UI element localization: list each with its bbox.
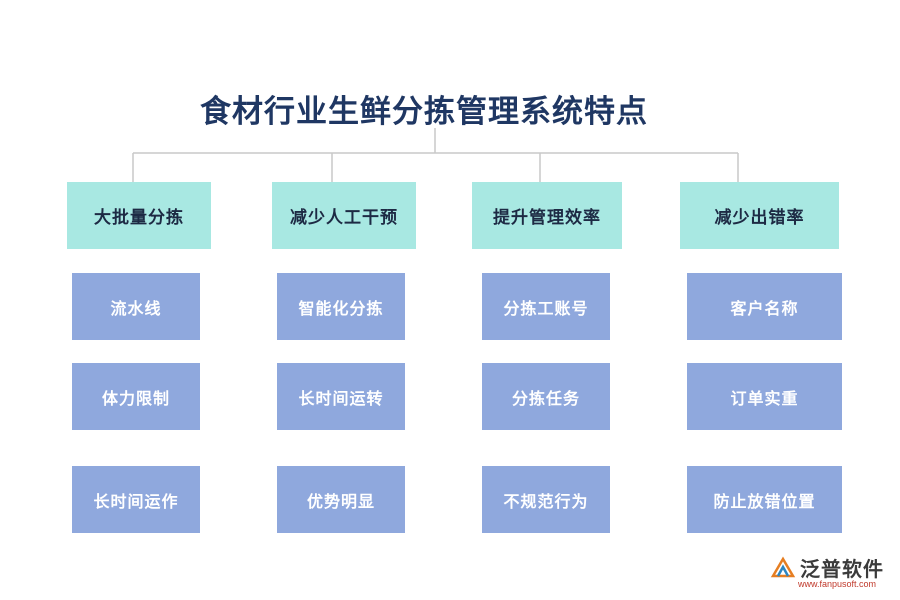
feature-box-3-1: 分拣工账号 bbox=[482, 273, 610, 340]
category-heading-3: 提升管理效率 bbox=[472, 182, 622, 249]
logo-name: 泛普软件 bbox=[800, 557, 884, 581]
feature-box-3-3: 不规范行为 bbox=[482, 466, 610, 533]
feature-box-1-2: 体力限制 bbox=[72, 363, 200, 430]
feature-box-3-2: 分拣任务 bbox=[482, 363, 610, 430]
category-heading-1: 大批量分拣 bbox=[67, 182, 211, 249]
feature-box-1-1: 流水线 bbox=[72, 273, 200, 340]
feature-box-4-1: 客户名称 bbox=[687, 273, 842, 340]
category-heading-2: 减少人工干预 bbox=[272, 182, 416, 249]
brand-logo: 泛普软件 www.fanpusoft.com bbox=[770, 553, 895, 595]
feature-box-2-2: 长时间运转 bbox=[277, 363, 405, 430]
feature-box-2-3: 优势明显 bbox=[277, 466, 405, 533]
category-heading-4: 减少出错率 bbox=[680, 182, 839, 249]
feature-box-2-1: 智能化分拣 bbox=[277, 273, 405, 340]
diagram-title: 食材行业生鲜分拣管理系统特点 bbox=[200, 94, 648, 130]
logo-url: www.fanpusoft.com bbox=[798, 579, 877, 589]
feature-box-1-3: 长时间运作 bbox=[72, 466, 200, 533]
logo-mark-icon bbox=[770, 556, 796, 578]
feature-box-4-2: 订单实重 bbox=[687, 363, 842, 430]
feature-box-4-3: 防止放错位置 bbox=[687, 466, 842, 533]
